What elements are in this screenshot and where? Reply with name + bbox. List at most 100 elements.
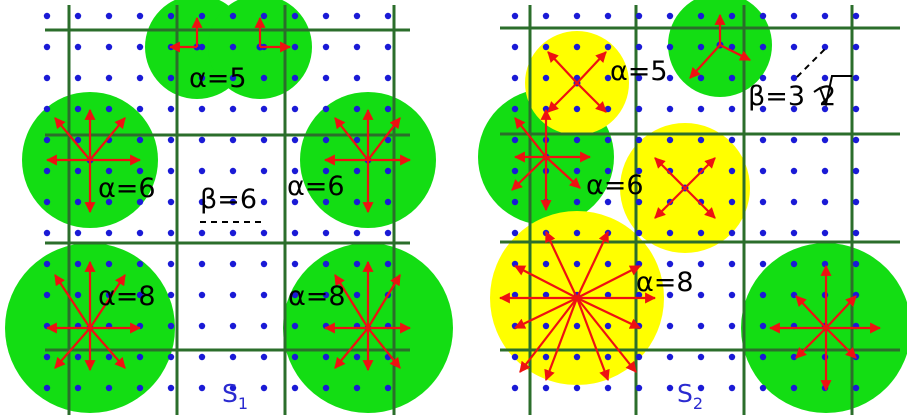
panel-label-s2: S2 — [677, 379, 703, 413]
arrow — [54, 327, 91, 369]
lattice-dot — [260, 198, 268, 206]
lattice-dot — [604, 74, 612, 82]
lattice-dot — [74, 198, 82, 206]
lattice-dot — [666, 353, 674, 361]
lattice-dot — [790, 198, 798, 206]
arrow — [547, 51, 578, 84]
lattice-dot — [384, 105, 392, 113]
lattice-dot — [260, 136, 268, 144]
lattice-dot — [198, 136, 206, 144]
lattice-dot — [759, 198, 767, 206]
lattice-dot — [167, 260, 175, 268]
lattice-dot — [697, 260, 705, 268]
lattice-dot — [74, 384, 82, 392]
lattice-dot — [136, 105, 144, 113]
lattice-dot — [635, 12, 643, 20]
lattice-dot — [136, 260, 144, 268]
lattice-dot — [260, 105, 268, 113]
lattice-dot — [759, 229, 767, 237]
lattice-dot — [322, 198, 330, 206]
lattice-dot — [821, 167, 829, 175]
arrow — [519, 297, 578, 373]
lattice-dot — [353, 43, 361, 51]
lattice-dot — [790, 12, 798, 20]
lattice-dot — [604, 43, 612, 51]
lattice-dot — [852, 136, 860, 144]
lattice-dot — [322, 229, 330, 237]
lattice-dot — [198, 384, 206, 392]
lattice-dot — [666, 12, 674, 20]
label-alpha6-s2: α=6 — [586, 170, 644, 201]
lattice-dot — [136, 198, 144, 206]
lattice-dot — [604, 198, 612, 206]
lattice-dot — [167, 291, 175, 299]
lattice-dot — [322, 291, 330, 299]
lattice-dot — [511, 105, 519, 113]
lattice-dot — [136, 229, 144, 237]
lattice-dot — [728, 229, 736, 237]
lattice-dot — [105, 167, 113, 175]
lattice-dot — [322, 136, 330, 144]
lattice-dot — [167, 353, 175, 361]
lattice-dot — [635, 384, 643, 392]
lattice-dot — [291, 105, 299, 113]
lattice-dot — [511, 229, 519, 237]
arrow — [367, 117, 401, 161]
arrow — [54, 274, 91, 329]
panel-s1: α=5 α=6 α=6 β=6 α=8 α=8 S1 — [5, 0, 453, 415]
arrows-s1 — [45, 16, 412, 372]
arrow — [654, 187, 686, 219]
lattice-dot — [353, 136, 361, 144]
lattice-dot — [353, 167, 361, 175]
lattice-dot — [353, 260, 361, 268]
lattice-dot — [511, 12, 519, 20]
lattice-dot — [759, 384, 767, 392]
lattice-dot — [759, 74, 767, 82]
lattice-dot — [852, 260, 860, 268]
lattice-dot — [542, 291, 550, 299]
lattice-dot — [852, 105, 860, 113]
lattice-dot — [291, 291, 299, 299]
lattice-dot — [511, 291, 519, 299]
lattice-dot — [198, 12, 206, 20]
lattice-dot — [759, 291, 767, 299]
lattice-dot — [105, 260, 113, 268]
lattice-dot — [384, 74, 392, 82]
lattice-dot — [728, 353, 736, 361]
lattice-dot — [136, 384, 144, 392]
lattice-dot — [105, 229, 113, 237]
sqrt-sign — [813, 75, 852, 108]
lattice-dot — [136, 74, 144, 82]
lattice-dot — [759, 167, 767, 175]
lattice-dot — [728, 12, 736, 20]
lattice-dot — [573, 384, 581, 392]
lattice-dot — [728, 384, 736, 392]
lattice-dot — [291, 198, 299, 206]
arrow — [89, 117, 126, 161]
lattice-dot — [697, 12, 705, 20]
lattice-dot — [542, 322, 550, 330]
lattice-dot — [697, 105, 705, 113]
arrows-s2 — [498, 13, 882, 392]
lattice-dot — [105, 74, 113, 82]
lattice-dot — [759, 12, 767, 20]
lattice-dot — [604, 167, 612, 175]
arrow — [89, 274, 126, 329]
lattice-dot — [74, 43, 82, 51]
lattice-dot — [260, 167, 268, 175]
lattice-dot — [384, 198, 392, 206]
lattice-dot — [74, 12, 82, 20]
lattice-dot — [43, 167, 51, 175]
lattice-dot — [136, 353, 144, 361]
arrow — [684, 187, 716, 219]
lattice-dot — [167, 167, 175, 175]
lattice-dot — [604, 136, 612, 144]
lattice-dot — [136, 43, 144, 51]
lattice-dot — [697, 136, 705, 144]
lattice-dot — [105, 43, 113, 51]
arrow — [719, 44, 751, 61]
lattice-dot — [229, 105, 237, 113]
arrow — [545, 231, 578, 299]
lattice-dot — [635, 43, 643, 51]
